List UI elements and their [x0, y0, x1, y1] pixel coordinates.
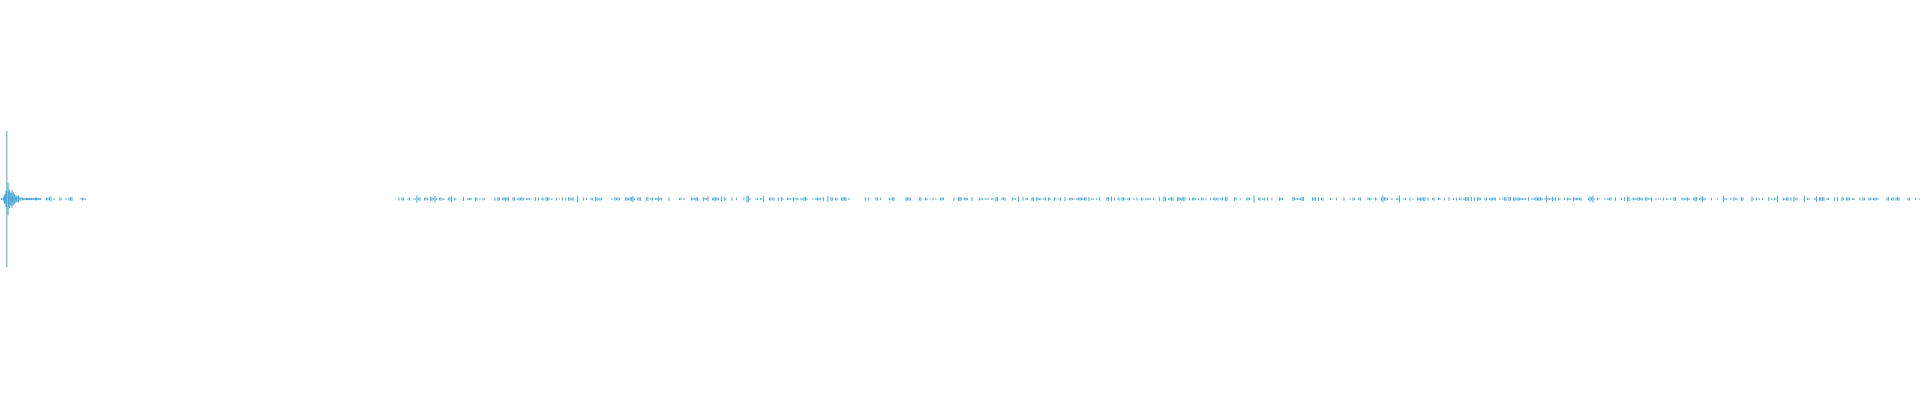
waveform-trace: [1, 131, 1920, 267]
